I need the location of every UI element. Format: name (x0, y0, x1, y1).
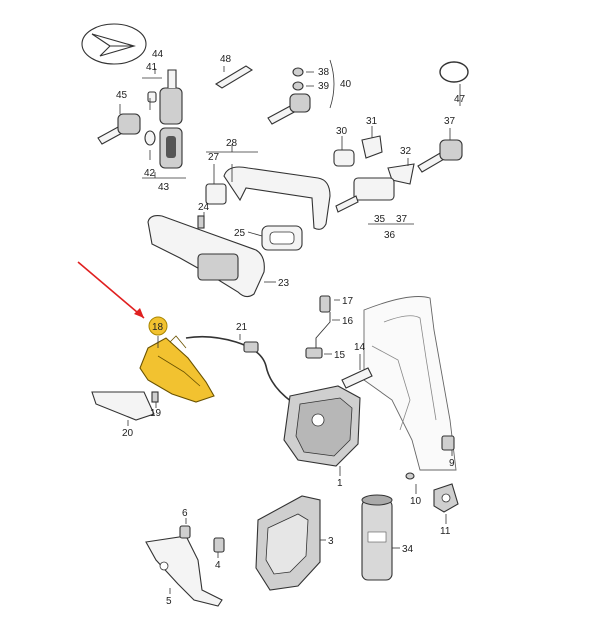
bolt-6 (179, 525, 191, 539)
label-47: 47 (454, 94, 466, 105)
label-31: 31 (366, 116, 378, 127)
label-41: 41 (146, 62, 158, 73)
label-28: 28 (226, 138, 238, 149)
bolt-9 (441, 435, 455, 451)
part-labels: 44 41 45 42 43 48 38 39 40 47 37 30 31 3… (116, 49, 466, 607)
label-25: 25 (234, 228, 246, 239)
housing-3 (255, 495, 321, 591)
trim-strip-20 (91, 391, 155, 421)
door-frame (363, 296, 457, 471)
label-44: 44 (152, 49, 164, 60)
label-18: 18 (152, 322, 164, 333)
spray-can-34 (361, 494, 393, 581)
label-40: 40 (340, 79, 352, 90)
screw-24 (197, 215, 205, 229)
key-blade-40 (267, 93, 311, 125)
label-45: 45 (116, 90, 128, 101)
label-38: 38 (318, 67, 330, 78)
label-36: 36 (384, 230, 396, 241)
label-37-key: 37 (444, 116, 456, 127)
label-21: 21 (236, 322, 248, 333)
label-4: 4 (215, 560, 221, 571)
label-5: 5 (166, 596, 172, 607)
label-34: 34 (402, 544, 414, 555)
screw-19 (151, 391, 159, 403)
orientation-badge-icon (81, 23, 147, 65)
lock-mechanism-1 (283, 385, 361, 467)
label-18-badge (148, 316, 168, 336)
key-cover-43 (159, 127, 183, 169)
bolt-17 (319, 295, 331, 313)
handle-trim-27 (205, 183, 227, 205)
cap-31 (361, 135, 383, 159)
label-15: 15 (334, 350, 346, 361)
label-11: 11 (440, 526, 451, 537)
key-remote-44 (159, 69, 183, 125)
label-32: 32 (400, 146, 412, 157)
label-48: 48 (220, 54, 232, 65)
label-43: 43 (158, 182, 170, 193)
label-39: 39 (318, 81, 330, 92)
label-27: 27 (208, 152, 220, 163)
bracket-32 (387, 163, 415, 185)
bolt-4 (213, 537, 225, 553)
cover-18-highlighted (139, 335, 215, 403)
cap-38 (292, 67, 304, 77)
rod-16 (315, 312, 331, 350)
cap-39 (292, 81, 304, 91)
emblem-48 (214, 65, 254, 89)
pointer-arrow-icon (77, 261, 145, 319)
label-35: 35 (374, 214, 386, 225)
leader-lines (119, 66, 461, 594)
label-37: 37 (396, 214, 408, 225)
cap-30 (333, 149, 355, 167)
label-17: 17 (342, 296, 354, 307)
o-ring-42 (144, 130, 156, 146)
key-37 (417, 139, 463, 173)
seal-25 (261, 225, 303, 251)
cable-21 (185, 335, 293, 403)
bracket-5 (145, 535, 223, 607)
pin-14 (341, 367, 373, 389)
nut-10 (405, 472, 415, 480)
label-42: 42 (144, 168, 156, 179)
label-1: 1 (337, 478, 343, 489)
lock-cylinder-35 (335, 177, 395, 213)
label-20: 20 (122, 428, 134, 439)
label-6: 6 (182, 508, 188, 519)
striker-11 (433, 483, 459, 513)
label-16: 16 (342, 316, 354, 327)
label-3: 3 (328, 536, 334, 547)
door-handle-28 (223, 166, 331, 230)
label-19: 19 (150, 408, 162, 419)
clip-15 (305, 347, 323, 359)
ring-47 (439, 61, 469, 83)
battery-41 (147, 91, 157, 103)
label-10: 10 (410, 496, 422, 507)
label-14: 14 (354, 342, 366, 353)
key-45 (97, 113, 141, 145)
label-9: 9 (449, 458, 455, 469)
label-30: 30 (336, 126, 348, 137)
label-23: 23 (278, 278, 290, 289)
label-24: 24 (198, 202, 210, 213)
handle-carrier-23 (147, 215, 265, 298)
